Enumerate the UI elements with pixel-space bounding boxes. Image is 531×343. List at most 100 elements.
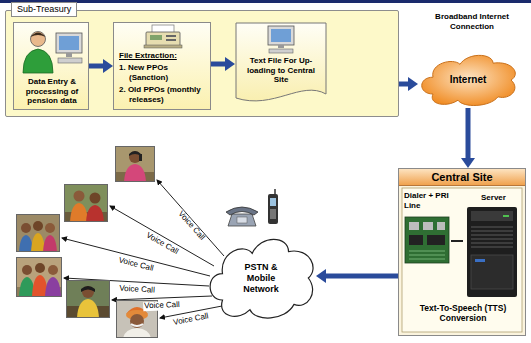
extraction-machine-icon — [166, 35, 176, 37]
extraction-machine-icon — [166, 39, 176, 41]
node-text: Text-To-Speech (TTS) Conversion — [403, 303, 523, 323]
villager-photo — [65, 185, 108, 222]
computer-icon — [268, 26, 294, 45]
central-site-equipment — [467, 207, 517, 297]
central-site-equipment — [437, 222, 445, 230]
text-slot: Text File For Up-loading to Central Site — [241, 56, 321, 85]
central-site-equipment — [409, 222, 419, 230]
villager-photo — [21, 223, 31, 233]
villager-photo — [81, 286, 95, 292]
arrow-head — [316, 269, 326, 283]
process-box: File Extraction: 1. New PPOs (Sanction) 2.… — [113, 22, 211, 110]
flow-arrow — [399, 77, 418, 91]
villager-photo — [66, 280, 110, 318]
central-site-equipment — [427, 235, 445, 245]
villager-photo — [45, 223, 55, 233]
call-label: Voice Call — [117, 285, 155, 296]
operator-icon — [23, 49, 53, 73]
villager-photo — [82, 286, 94, 298]
text-slot: Text-To-Speech (TTS) Conversion — [403, 303, 523, 323]
sub-treasury-region: Sub-Treasury Data Entry & processing of … — [5, 10, 399, 117]
network-cloud: PSTN & Mobile Network — [206, 234, 316, 322]
villager-photo — [115, 146, 155, 182]
villager-photo — [67, 281, 110, 318]
central-site-equipment — [503, 215, 509, 217]
computer-icon — [271, 29, 291, 42]
text-slot: Internet — [428, 74, 508, 86]
villager-photo — [129, 151, 141, 163]
arrow-head — [103, 59, 113, 73]
internet-cloud: Internet — [418, 52, 518, 108]
central-site-equipment — [471, 255, 513, 289]
extraction-machine-icon — [144, 45, 182, 48]
desk-phone-icon — [228, 214, 256, 226]
text-slot: Central Site — [399, 169, 525, 186]
operator-icon — [56, 33, 82, 53]
text-slot: File Extraction: — [119, 51, 207, 61]
operator-icon — [58, 58, 82, 63]
villager-photo — [90, 193, 101, 204]
mobile-phone-icon — [270, 209, 276, 219]
villager-photo — [33, 221, 43, 231]
flow-arrow — [461, 108, 475, 168]
operator-icon — [59, 36, 79, 50]
text-slot: PSTN & Mobile Network — [235, 262, 287, 294]
call-label: Voice Call — [117, 256, 156, 274]
villager-photo — [139, 154, 142, 161]
arrow-shaft — [466, 108, 471, 159]
voice-call-lines — [62, 238, 210, 276]
central-site-box: Central SiteDialer + PRI Line ServerText-… — [398, 168, 526, 336]
box-heading: File Extraction: — [119, 51, 207, 61]
mobile-phone-icon — [268, 189, 278, 224]
operator-icon — [66, 53, 72, 57]
desk-phone-icon — [226, 207, 258, 226]
desk-phone-icon — [237, 217, 247, 223]
villager-photo — [66, 280, 110, 318]
component-label: Dialer + PRI Line — [404, 191, 450, 210]
central-site-equipment — [402, 188, 522, 332]
flow-arrow — [211, 57, 235, 71]
villager-photo — [77, 299, 99, 318]
node-text: Data Entry & processing of pension data — [17, 77, 87, 106]
node-text: 2. Old PPOs (monthly releases) — [119, 85, 207, 104]
mobile-phone-icon — [274, 189, 276, 194]
central-site-equipment — [451, 240, 463, 242]
text-slot: 2. Old PPOs (monthly releases) — [119, 85, 207, 104]
villager-photo — [116, 147, 155, 182]
arrow-shaft — [211, 62, 226, 67]
text-slot: Server — [481, 193, 521, 203]
villager-photo — [45, 277, 61, 297]
central-site-equipment — [475, 259, 485, 262]
box-heading: Central Site — [399, 169, 525, 186]
arrow-head — [461, 158, 475, 168]
villager-photo — [16, 214, 60, 252]
text-slot: Dialer + PRI Line — [404, 191, 450, 210]
villager-photo — [124, 164, 146, 182]
villager-photo — [16, 214, 60, 252]
villager-photo — [86, 205, 104, 222]
node-text: 1. New PPOs (Sanction) — [119, 63, 207, 82]
operator-icon — [31, 33, 46, 38]
cloud-outline — [422, 55, 516, 105]
node-text: Text File For Up-loading to Central Site — [241, 56, 321, 85]
computer-icon — [269, 49, 293, 53]
region-title: Sub-Treasury — [11, 2, 77, 17]
document-shape: Text File For Up-loading to Central Site — [235, 22, 327, 106]
mobile-phone-icon — [268, 194, 278, 224]
central-site-equipment — [471, 227, 513, 247]
villager-photo — [131, 324, 143, 326]
extraction-machine-icon — [146, 32, 180, 46]
node-text: PSTN & Mobile Network — [235, 262, 287, 294]
call-label: Voice Call — [175, 209, 206, 243]
central-site-equipment — [471, 211, 513, 221]
extraction-machine-icon — [150, 35, 162, 40]
operator-icon — [31, 32, 46, 47]
villager-photo — [19, 235, 33, 252]
computer-icon — [278, 45, 284, 48]
call-label: Voice Call — [143, 301, 181, 311]
voice-call-lines — [62, 180, 224, 318]
document-outline — [236, 23, 326, 101]
villager-photo — [70, 203, 88, 222]
central-site-equipment — [405, 217, 449, 263]
